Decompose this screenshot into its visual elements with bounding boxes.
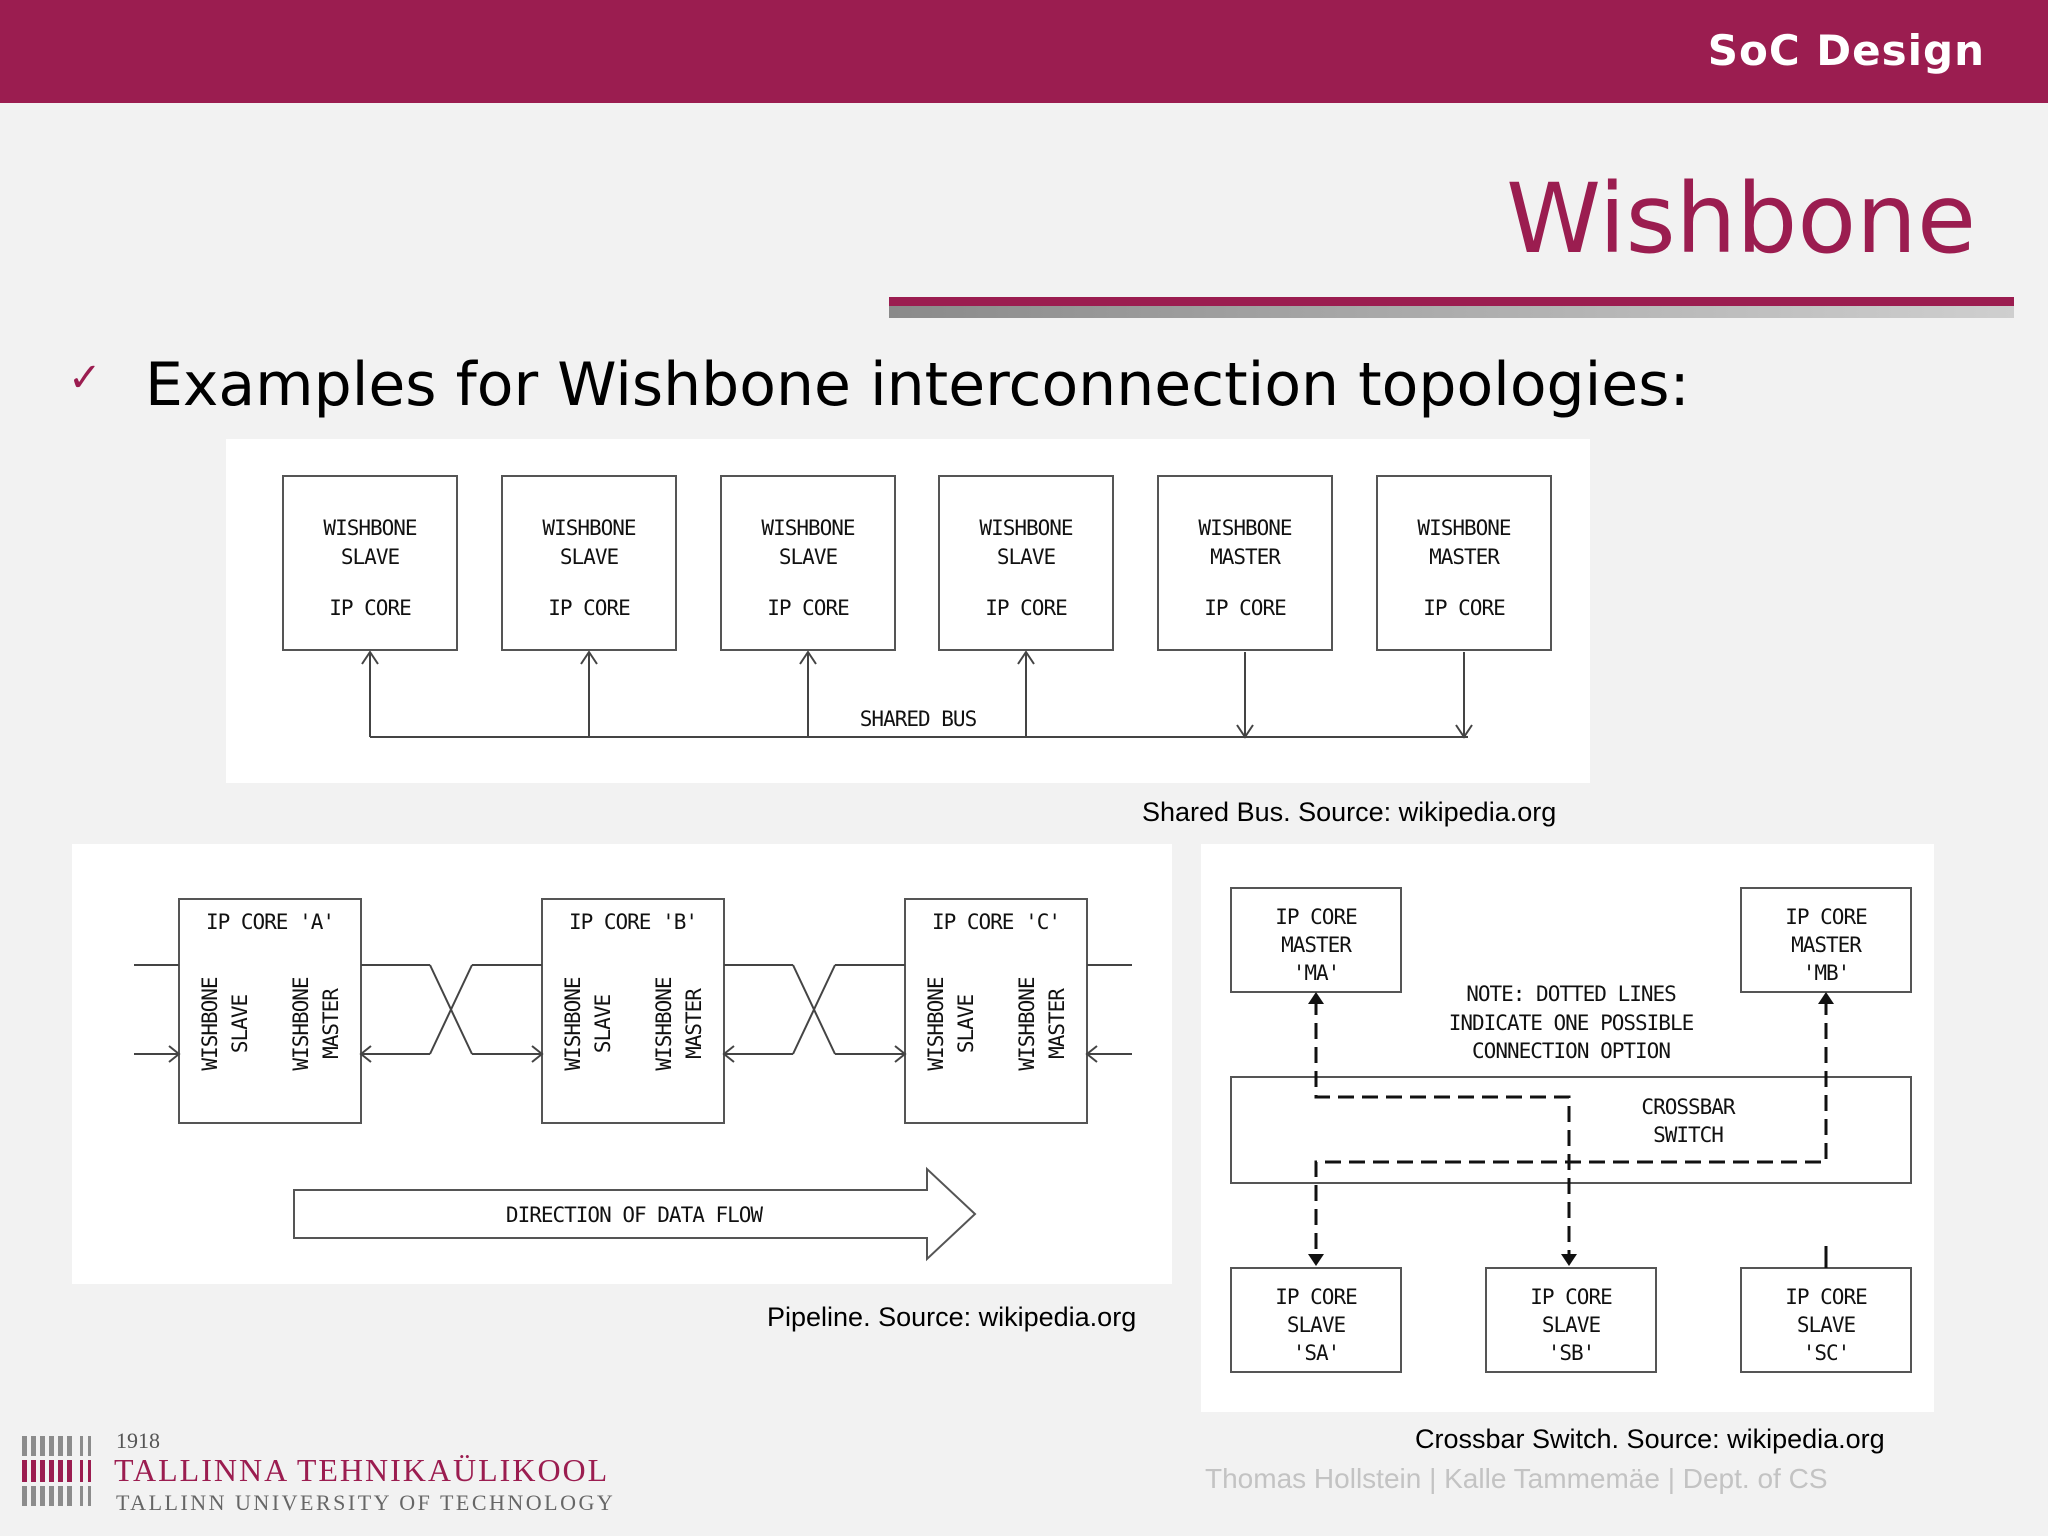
shared-bus-core: WISHBONE SLAVE IP CORE xyxy=(938,475,1114,651)
core-role-label: MASTER xyxy=(1210,545,1281,569)
master-role-label: MASTER xyxy=(1791,933,1862,957)
core-type-label: WISHBONE xyxy=(1198,516,1292,540)
data-flow-label: DIRECTION OF DATA FLOW xyxy=(506,1203,764,1227)
master-port-label: MASTER xyxy=(682,988,706,1059)
slave-port-label: SLAVE xyxy=(228,995,252,1054)
slave-role-label: SLAVE xyxy=(1797,1313,1856,1337)
pipeline-caption: Pipeline. Source: wikipedia.org xyxy=(767,1302,1137,1332)
core-name-label: IP CORE xyxy=(1423,596,1505,620)
data-flow-arrow: DIRECTION OF DATA FLOW xyxy=(293,1166,977,1262)
slave-label: IP CORE xyxy=(1785,1285,1867,1309)
slave-port-label: WISHBONE xyxy=(561,977,585,1071)
slave-port-label: SLAVE xyxy=(591,995,615,1054)
core-type-label: WISHBONE xyxy=(323,516,417,540)
slave-port-label: SLAVE xyxy=(954,995,978,1054)
shared-bus-core: WISHBONE SLAVE IP CORE xyxy=(282,475,458,651)
shared-bus-core: WISHBONE MASTER IP CORE xyxy=(1376,475,1552,651)
core-role-label: SLAVE xyxy=(779,545,838,569)
bullet-text: Examples for Wishbone interconnection to… xyxy=(145,350,1690,420)
master-port-label: WISHBONE xyxy=(289,977,313,1071)
core-title: IP CORE 'A' xyxy=(206,910,334,934)
crossbar-slave: IP CORE SLAVE 'SB' xyxy=(1485,1267,1657,1373)
slave-id-label: 'SB' xyxy=(1548,1341,1595,1365)
core-role-label: SLAVE xyxy=(341,545,400,569)
shared-bus-core: WISHBONE SLAVE IP CORE xyxy=(720,475,896,651)
switch-label: SWITCH xyxy=(1653,1123,1723,1147)
core-type-label: WISHBONE xyxy=(542,516,636,540)
pipeline-core: IP CORE 'C' WISHBONE SLAVE WISHBONE MAST… xyxy=(904,898,1088,1124)
slave-role-label: SLAVE xyxy=(1542,1313,1601,1337)
slave-port-label: WISHBONE xyxy=(924,977,948,1071)
shared-bus-core: WISHBONE MASTER IP CORE xyxy=(1157,475,1333,651)
core-type-label: WISHBONE xyxy=(761,516,855,540)
university-logo-icon xyxy=(22,1434,98,1515)
master-id-label: 'MB' xyxy=(1803,961,1850,985)
core-role-label: MASTER xyxy=(1429,545,1500,569)
core-type-label: WISHBONE xyxy=(979,516,1073,540)
shared-bus-lines xyxy=(361,650,1473,739)
master-id-label: 'MA' xyxy=(1293,961,1340,985)
core-type-label: WISHBONE xyxy=(1417,516,1511,540)
core-title: IP CORE 'B' xyxy=(569,910,697,934)
core-name-label: IP CORE xyxy=(329,596,411,620)
pipeline-links xyxy=(134,964,1132,1063)
crossbar-slave: IP CORE SLAVE 'SA' xyxy=(1230,1267,1402,1373)
pipeline-diagram: IP CORE 'A' WISHBONE SLAVE WISHBONE MAST… xyxy=(72,844,1172,1284)
shared-bus-diagram: WISHBONE SLAVE IP CORE WISHBONE SLAVE IP… xyxy=(226,439,1590,783)
master-label: IP CORE xyxy=(1275,905,1357,929)
switch-label: CROSSBAR xyxy=(1641,1095,1736,1119)
course-title: SoC Design xyxy=(1707,26,1985,75)
logo-year: 1918 xyxy=(116,1428,160,1453)
crossbar-master: IP CORE MASTER 'MB' xyxy=(1740,887,1912,993)
footer-authors: Thomas Hollstein | Kalle Tammemäe | Dept… xyxy=(1205,1463,1828,1494)
pipeline-core: IP CORE 'B' WISHBONE SLAVE WISHBONE MAST… xyxy=(541,898,725,1124)
master-role-label: MASTER xyxy=(1281,933,1352,957)
title-underline-shadow xyxy=(889,306,2014,318)
crossbar-diagram: IP CORE MASTER 'MA' IP CORE MASTER 'MB' … xyxy=(1201,844,1934,1412)
crossbar-master: IP CORE MASTER 'MA' xyxy=(1230,887,1402,993)
master-port-label: WISHBONE xyxy=(652,977,676,1071)
core-role-label: SLAVE xyxy=(997,545,1056,569)
crossbar-dotted-connections xyxy=(1314,999,1828,1256)
master-port-label: MASTER xyxy=(1045,988,1069,1059)
core-role-label: SLAVE xyxy=(560,545,619,569)
logo-subtitle: TALLINN UNIVERSITY OF TECHNOLOGY xyxy=(116,1490,616,1515)
title-underline xyxy=(889,297,2014,306)
note-line: CONNECTION OPTION xyxy=(1472,1039,1670,1063)
core-name-label: IP CORE xyxy=(1204,596,1286,620)
slide-title: Wishbone xyxy=(1506,163,1976,275)
core-name-label: IP CORE xyxy=(985,596,1067,620)
check-icon: ✓ xyxy=(68,355,102,401)
logo-name: TALLINNA TEHNIKAÜLIKOOL xyxy=(114,1452,610,1488)
shared-bus-caption: Shared Bus. Source: wikipedia.org xyxy=(1142,797,1557,827)
slave-id-label: 'SA' xyxy=(1293,1341,1340,1365)
slave-id-label: 'SC' xyxy=(1803,1341,1850,1365)
crossbar-switch: CROSSBAR SWITCH xyxy=(1230,1076,1912,1184)
master-port-label: WISHBONE xyxy=(1015,977,1039,1071)
pipeline-core: IP CORE 'A' WISHBONE SLAVE WISHBONE MAST… xyxy=(178,898,362,1124)
crossbar-caption: Crossbar Switch. Source: wikipedia.org xyxy=(1415,1424,1885,1454)
shared-bus-core: WISHBONE SLAVE IP CORE xyxy=(501,475,677,651)
header-bar: SoC Design xyxy=(0,0,2048,103)
master-label: IP CORE xyxy=(1785,905,1867,929)
crossbar-arrowheads xyxy=(1308,992,1834,1266)
master-port-label: MASTER xyxy=(319,988,343,1059)
crossbar-slave: IP CORE SLAVE 'SC' xyxy=(1740,1267,1912,1373)
note-line: NOTE: DOTTED LINES xyxy=(1466,982,1676,1006)
shared-bus-label: SHARED BUS xyxy=(860,707,977,731)
slave-port-label: WISHBONE xyxy=(198,977,222,1071)
core-name-label: IP CORE xyxy=(548,596,630,620)
slave-role-label: SLAVE xyxy=(1287,1313,1346,1337)
slave-label: IP CORE xyxy=(1275,1285,1357,1309)
core-title: IP CORE 'C' xyxy=(932,910,1060,934)
slave-label: IP CORE xyxy=(1530,1285,1612,1309)
core-name-label: IP CORE xyxy=(767,596,849,620)
note-line: INDICATE ONE POSSIBLE xyxy=(1449,1011,1694,1035)
